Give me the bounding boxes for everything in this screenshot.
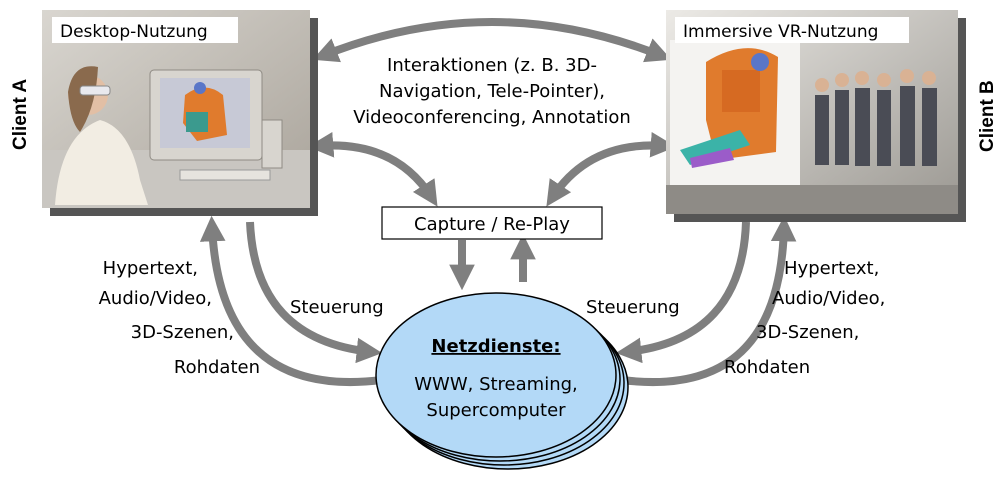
steuerung-left-label: Steuerung xyxy=(290,297,384,318)
steuerung-right-label: Steuerung xyxy=(586,297,680,318)
content-left-line-1: Hypertext, xyxy=(103,258,198,279)
net-services-title: Netzdienste: xyxy=(431,336,560,357)
interactions-line-1: Interaktionen (z. B. 3D- xyxy=(387,55,597,76)
steuerung-right-arrow xyxy=(615,221,750,364)
interaction-arrow xyxy=(312,18,672,63)
client-b-photo xyxy=(666,10,966,222)
content-left-arrow xyxy=(199,215,383,387)
content-right-line-1: Hypertext, xyxy=(784,258,879,279)
client-b-caption: Immersive VR-Nutzung xyxy=(683,22,878,42)
client-a-caption: Desktop-Nutzung xyxy=(60,22,208,42)
interactions-text: Interaktionen (z. B. 3D- Navigation, Tel… xyxy=(353,55,631,128)
client-b-to-capture-arrow xyxy=(546,132,677,207)
client-b-caption-box xyxy=(675,17,909,43)
content-left-labels: Hypertext, Audio/Video, 3D-Szenen, Rohda… xyxy=(99,258,260,378)
interactions-line-3: Videoconferencing, Annotation xyxy=(353,107,631,128)
content-left-line-2: Audio/Video, xyxy=(99,288,212,309)
net-services-line-2: Supercomputer xyxy=(426,400,566,421)
steuerung-left-arrow xyxy=(246,221,383,364)
client-a-label: Client A xyxy=(10,79,31,150)
content-right-line-3: 3D-Szenen, xyxy=(756,322,859,343)
content-right-arrow xyxy=(621,215,797,387)
net-services-ellipse xyxy=(375,292,617,458)
client-a-to-capture-arrow xyxy=(307,132,438,207)
content-right-labels: Hypertext, Audio/Video, 3D-Szenen, Rohda… xyxy=(724,258,885,378)
arrows xyxy=(199,18,797,387)
net-services-stack xyxy=(375,292,629,470)
interactions-line-2: Navigation, Tele-Pointer), xyxy=(379,81,605,102)
client-b-label: Client B xyxy=(977,80,994,152)
content-right-line-2: Audio/Video, xyxy=(772,288,885,309)
capture-replay-box xyxy=(381,206,603,240)
content-left-line-3: 3D-Szenen, xyxy=(131,322,234,343)
net-services-line-1: WWW, Streaming, xyxy=(414,374,578,395)
content-left-line-4: Rohdaten xyxy=(174,357,260,378)
content-right-line-4: Rohdaten xyxy=(724,357,810,378)
client-a-photo xyxy=(42,10,318,216)
capture-replay-label: Capture / Re-Play xyxy=(414,214,570,235)
client-a-caption-box xyxy=(52,17,238,43)
